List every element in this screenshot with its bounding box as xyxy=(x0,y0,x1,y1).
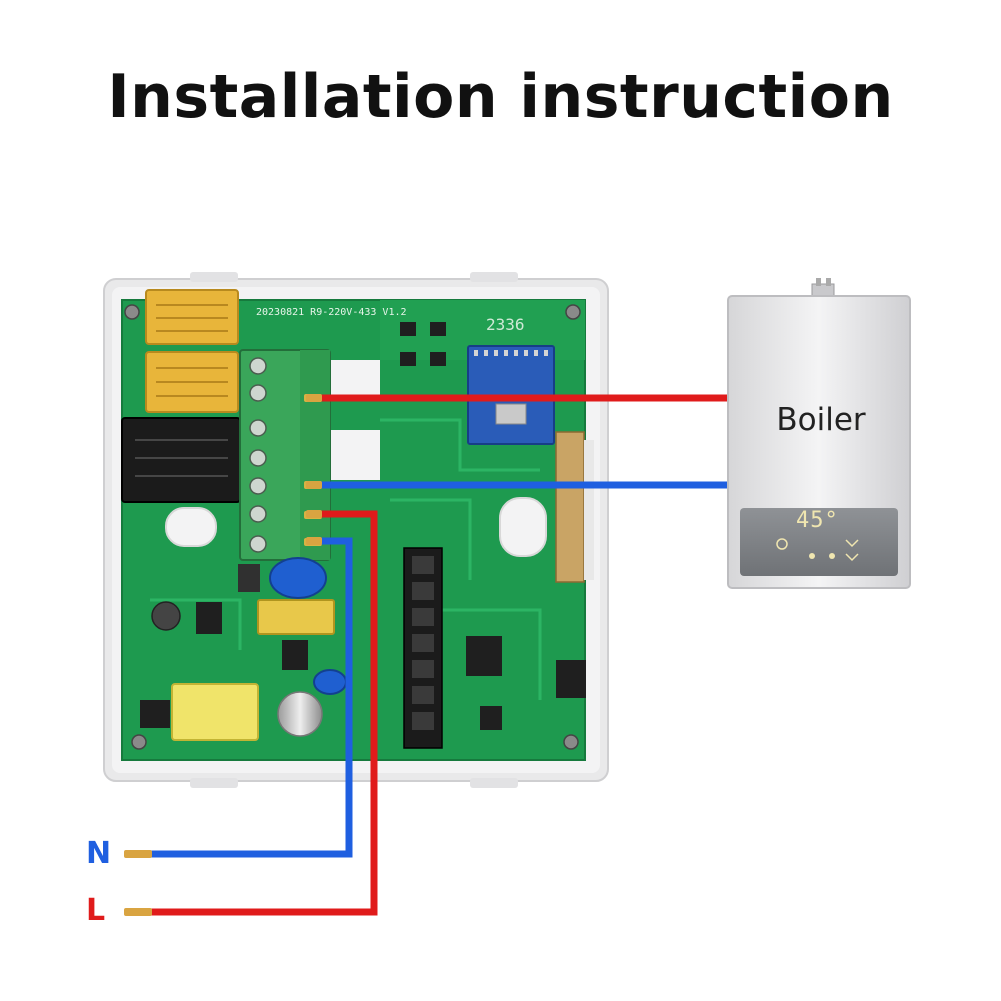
neutral-label: N xyxy=(86,836,112,871)
blue-capacitor xyxy=(269,557,327,599)
electrolytic-capacitor xyxy=(277,691,323,737)
boiler-display-panel xyxy=(740,508,898,576)
live-wire xyxy=(150,394,735,916)
boiler-temperature-readout: 45° xyxy=(796,508,839,533)
relay-black xyxy=(121,417,241,503)
board-code: 2336 xyxy=(486,315,525,334)
boiler-label: Boiler xyxy=(776,402,866,438)
board-silkscreen: 20230821 R9-220V-433 V1.2 xyxy=(256,307,407,318)
relay-top xyxy=(145,289,239,345)
wifi-icon xyxy=(809,553,815,559)
terminal-block xyxy=(239,349,331,561)
inductor xyxy=(151,564,260,631)
boiler-unit xyxy=(727,278,911,589)
yellow-capacitor xyxy=(257,599,335,635)
pin-header xyxy=(403,547,443,749)
wire-copper-ends xyxy=(124,394,322,916)
ic-chips xyxy=(140,322,586,730)
live-label: L xyxy=(86,893,106,928)
ribbon-connector xyxy=(555,431,594,583)
neutral-wire xyxy=(150,481,735,858)
blue-capacitor-small xyxy=(313,669,347,695)
boiler-control-icons xyxy=(776,538,859,562)
page-title: Installation instruction xyxy=(107,62,894,132)
flame-icon xyxy=(829,553,835,559)
relay-middle xyxy=(145,351,239,413)
transformer xyxy=(171,683,259,741)
